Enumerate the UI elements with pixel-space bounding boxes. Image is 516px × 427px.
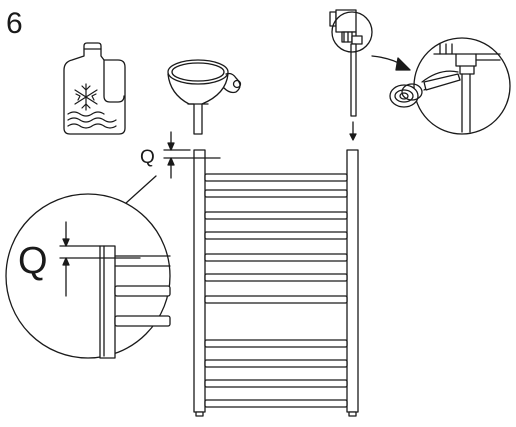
radiator-rail <box>204 379 348 388</box>
heating-element-icon <box>329 9 363 117</box>
antifreeze-bottle-icon <box>63 42 126 135</box>
radiator-rail <box>204 189 348 198</box>
bleed-valve-icon <box>423 73 461 91</box>
radiator-rail <box>204 339 348 348</box>
clearance-detail <box>5 193 171 359</box>
bleed-valve-detail <box>389 37 511 135</box>
funnel-icon <box>167 59 242 135</box>
radiator-rail <box>204 253 348 262</box>
radiator-left-column <box>193 149 206 413</box>
radiator-rail <box>204 231 348 240</box>
radiator-rail <box>204 295 348 304</box>
radiator-rail <box>204 399 348 408</box>
downward-arrow-icon <box>349 121 357 141</box>
radiator-rails <box>204 173 348 408</box>
radiator-rail <box>204 273 348 282</box>
radiator-rail <box>204 173 348 182</box>
radiator-right-column <box>346 149 359 413</box>
step-number: 6 <box>6 7 23 40</box>
detail-arrow-top <box>371 55 411 71</box>
radiator-rail <box>204 359 348 368</box>
radiator-rail <box>204 211 348 220</box>
clearance-label-detail: Q <box>18 240 48 282</box>
detail-marker-top <box>331 11 373 53</box>
seal-ring-icon <box>389 83 423 108</box>
snowflake-icon <box>74 83 98 111</box>
clearance-label-main: Q <box>140 147 155 168</box>
clearance-indicator-main <box>163 131 221 179</box>
towel-radiator <box>193 149 359 417</box>
